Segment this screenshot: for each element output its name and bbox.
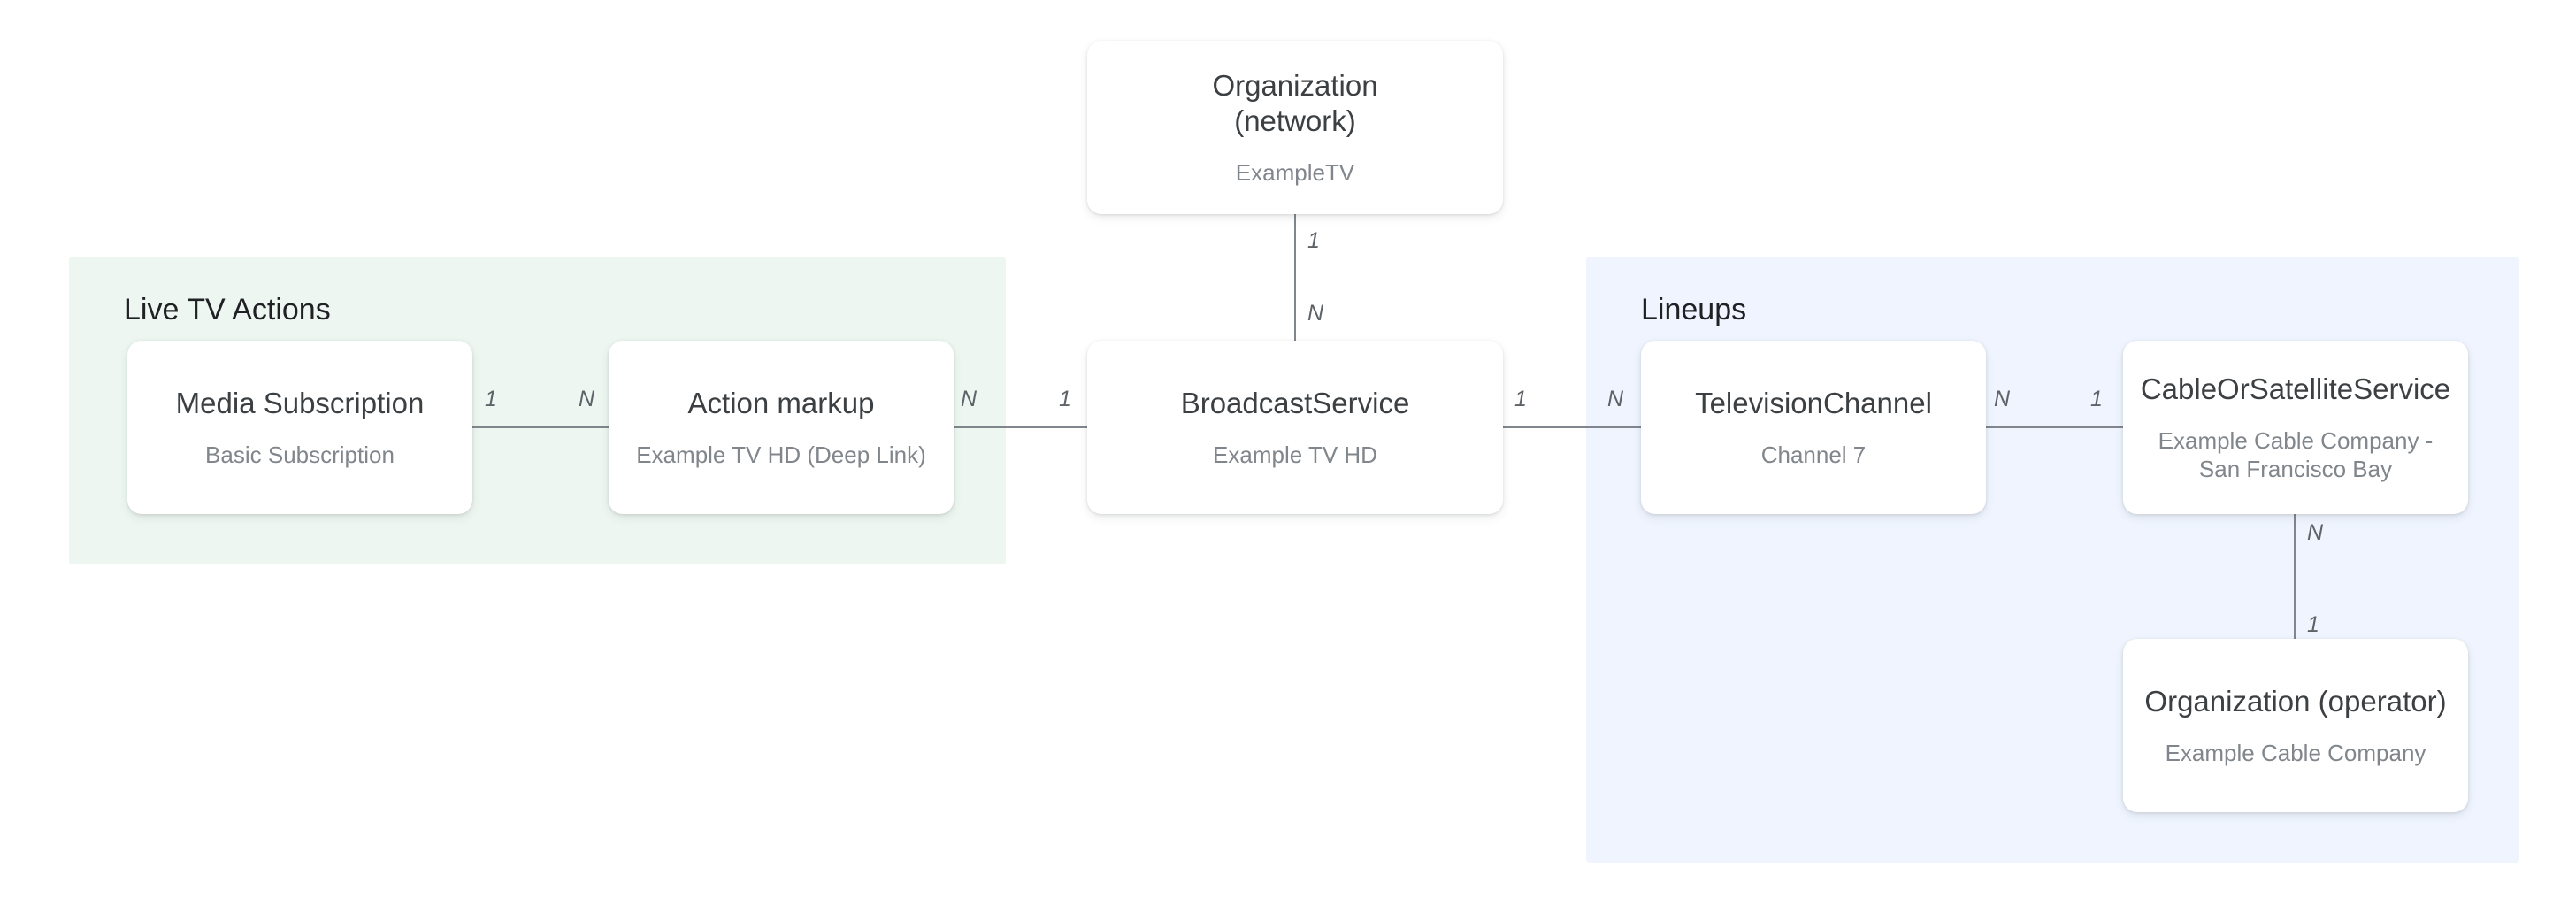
edge-broadcast-service-to-television-channel bbox=[1503, 426, 1641, 428]
group-title-lineups: Lineups bbox=[1641, 293, 1747, 326]
cardinality-media-subscription-right: 1 bbox=[485, 387, 497, 411]
cardinality-broadcast-right: 1 bbox=[1514, 387, 1527, 411]
edge-media-subscription-to-action-markup bbox=[472, 426, 609, 428]
node-subtitle-organization-operator: Example Cable Company bbox=[2165, 740, 2426, 766]
node-title-line-1: Organization bbox=[1212, 69, 1378, 102]
cardinality-org-network-down: 1 bbox=[1307, 228, 1320, 253]
node-broadcast-service[interactable]: BroadcastService Example TV HD bbox=[1087, 341, 1503, 514]
node-organization-operator[interactable]: Organization (operator) Example Cable Co… bbox=[2123, 639, 2468, 812]
node-subtitle-television-channel: Channel 7 bbox=[1760, 441, 1867, 468]
cardinality-television-channel-left: N bbox=[1607, 387, 1624, 411]
edge-cable-or-satellite-service-to-organization-operator bbox=[2294, 514, 2296, 639]
node-title-organization-operator: Organization (operator) bbox=[2144, 685, 2447, 718]
edge-action-markup-to-broadcast-service bbox=[954, 426, 1087, 428]
node-television-channel[interactable]: TelevisionChannel Channel 7 bbox=[1641, 341, 1986, 514]
group-title-live-tv-actions: Live TV Actions bbox=[124, 293, 331, 326]
node-subtitle-organization-network: ExampleTV bbox=[1235, 159, 1355, 186]
edge-television-channel-to-cable-or-satellite-service bbox=[1986, 426, 2123, 428]
node-subtitle-cable-or-satellite-service: Example Cable Company - San Francisco Ba… bbox=[2158, 427, 2434, 482]
node-title-line-2: (network) bbox=[1234, 104, 1356, 137]
node-organization-network[interactable]: Organization (network) ExampleTV bbox=[1087, 41, 1503, 214]
node-title-cable-or-satellite-service: CableOrSatelliteService bbox=[2140, 372, 2451, 405]
node-subtitle-broadcast-service: Example TV HD bbox=[1213, 441, 1377, 468]
node-title-organization-network: Organization (network) bbox=[1212, 68, 1377, 139]
cardinality-television-channel-right: N bbox=[1994, 387, 2011, 411]
cardinality-broadcast-left: 1 bbox=[1059, 387, 1071, 411]
cardinality-broadcast-up: N bbox=[1307, 301, 1324, 326]
node-title-media-subscription: Media Subscription bbox=[175, 387, 425, 419]
edge-organization-network-to-broadcast-service bbox=[1294, 214, 1296, 341]
node-media-subscription[interactable]: Media Subscription Basic Subscription bbox=[127, 341, 472, 514]
node-title-action-markup: Action markup bbox=[687, 387, 875, 419]
cardinality-action-markup-left: N bbox=[579, 387, 595, 411]
cardinality-action-markup-right: N bbox=[961, 387, 978, 411]
node-cable-or-satellite-service[interactable]: CableOrSatelliteService Example Cable Co… bbox=[2123, 341, 2468, 514]
cardinality-cable-or-satellite-down: N bbox=[2307, 520, 2324, 545]
node-title-broadcast-service: BroadcastService bbox=[1180, 387, 1410, 419]
node-title-television-channel: TelevisionChannel bbox=[1695, 387, 1932, 419]
node-action-markup[interactable]: Action markup Example TV HD (Deep Link) bbox=[609, 341, 954, 514]
cardinality-organization-operator-up: 1 bbox=[2307, 612, 2319, 637]
node-subtitle-action-markup: Example TV HD (Deep Link) bbox=[636, 441, 926, 468]
node-subtitle-media-subscription: Basic Subscription bbox=[205, 441, 395, 468]
cardinality-cable-or-satellite-left: 1 bbox=[2090, 387, 2103, 411]
